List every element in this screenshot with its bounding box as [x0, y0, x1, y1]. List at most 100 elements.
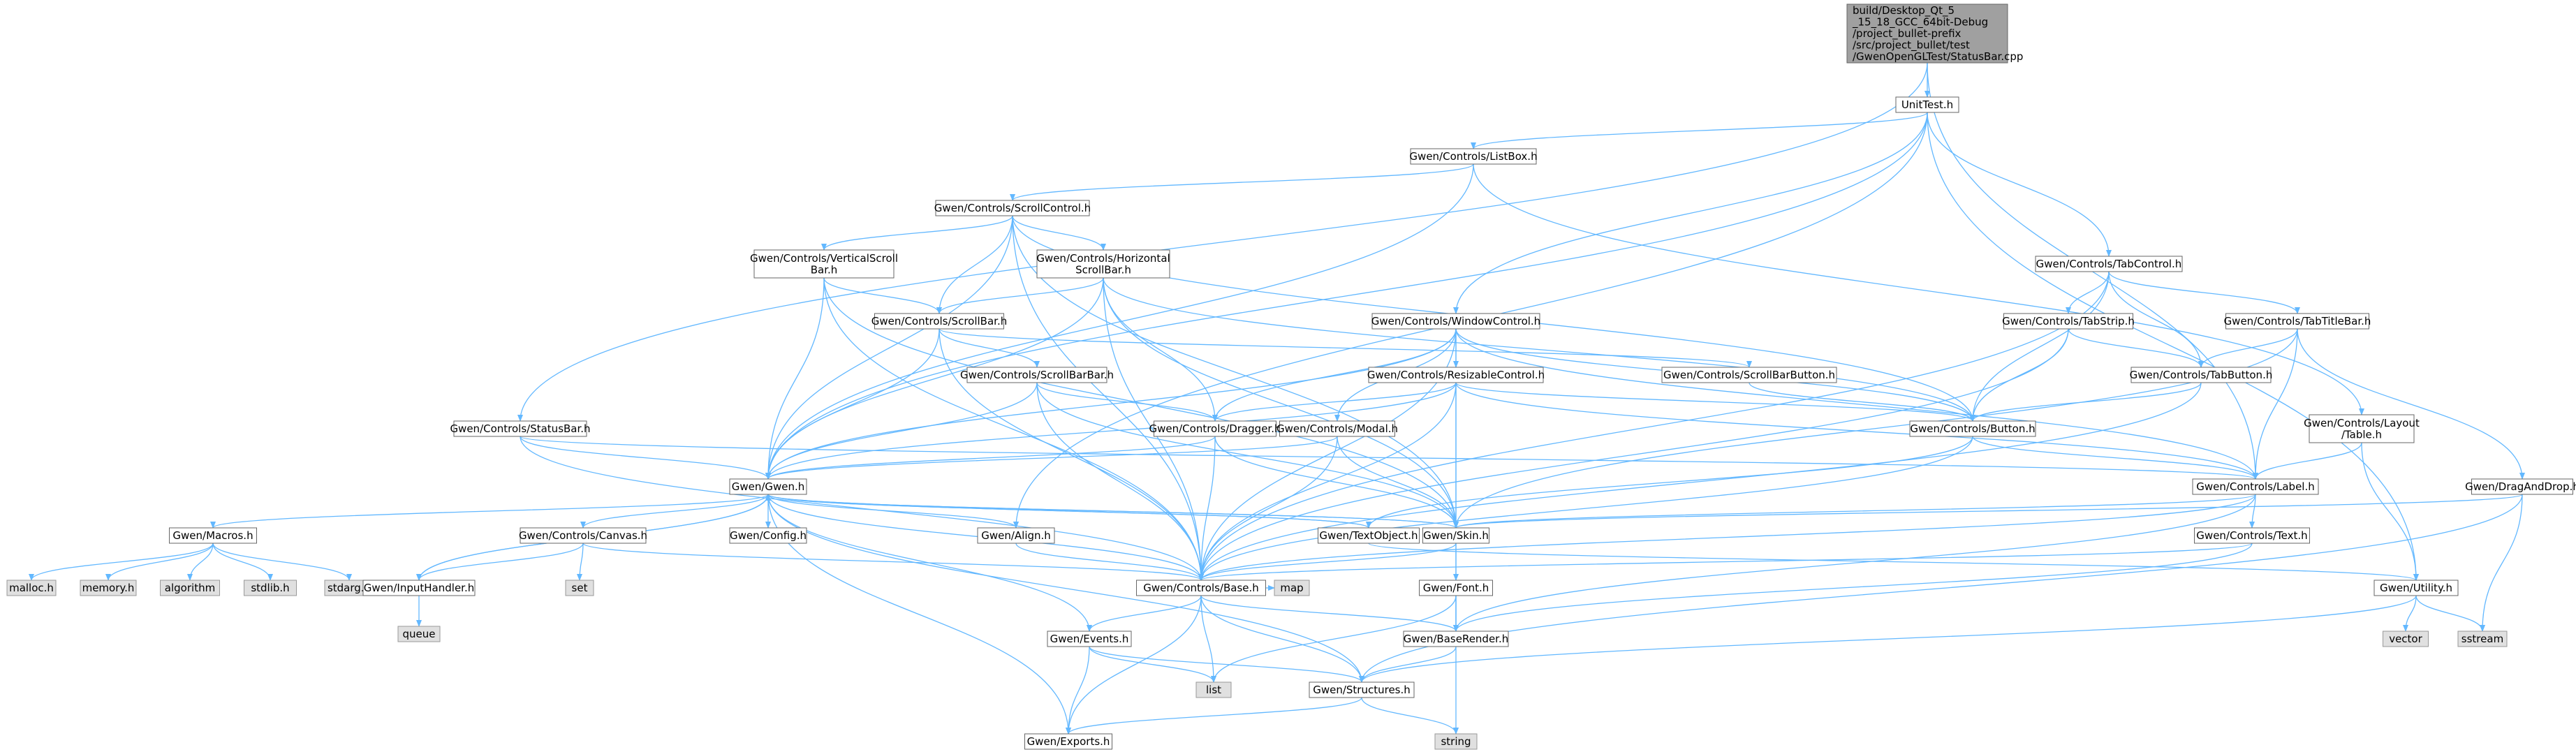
graph-node-scrollbarbutton[interactable]: Gwen/Controls/ScrollBarButton.h	[1661, 367, 1837, 383]
graph-node-gwenh[interactable]: Gwen/Gwen.h	[729, 478, 807, 495]
include-edge-label-to-skin	[1453, 494, 2256, 529]
include-edge-events-to-structures	[1089, 646, 1364, 683]
graph-node-tabcontrol[interactable]: Gwen/Controls/TabControl.h	[2035, 256, 2183, 272]
graph-node-memory: memory.h	[80, 580, 137, 596]
node-label: Gwen/Controls/Dragger.h	[1149, 422, 1281, 435]
graph-node-utility[interactable]: Gwen/Utility.h	[2373, 580, 2459, 596]
graph-node-font[interactable]: Gwen/Font.h	[1419, 580, 1493, 596]
node-box	[2457, 631, 2508, 647]
include-edge-tabtitlebar-to-label	[2253, 328, 2298, 480]
node-box	[2003, 313, 2133, 330]
graph-node-dragger[interactable]: Gwen/Controls/Dragger.h	[1149, 420, 1281, 437]
include-edge-layouttable-to-label	[2253, 442, 2362, 480]
graph-node-baserender[interactable]: Gwen/BaseRender.h	[1403, 631, 1509, 647]
node-box	[1368, 367, 1544, 383]
node-label: set	[572, 582, 588, 594]
include-edge-tabcontrol-to-tabtitlebar	[2108, 271, 2300, 314]
include-edge-font-to-list	[1211, 595, 1457, 683]
graph-node-listbox[interactable]: Gwen/Controls/ListBox.h	[1409, 148, 1538, 165]
include-edge-skin-to-base	[1198, 543, 1457, 581]
graph-node-exports[interactable]: Gwen/Exports.h	[1024, 733, 1112, 750]
node-box	[753, 249, 895, 279]
node-label: sstream	[2461, 633, 2503, 645]
include-edge-structures-to-exports	[1066, 697, 1362, 735]
graph-node-sstream: sstream	[2457, 631, 2508, 647]
node-label: UnitTest.h	[1901, 98, 1953, 111]
node-label: Gwen/Structures.h	[1313, 684, 1411, 696]
include-edge-skin-to-gwenh	[765, 494, 1457, 529]
include-edge-draganddrop-to-skin	[1453, 494, 2523, 529]
include-edge-gwenh-to-align	[767, 494, 1019, 529]
node-box	[1909, 420, 2036, 437]
graph-node-algorithm: algorithm	[160, 580, 220, 596]
graph-node-macros[interactable]: Gwen/Macros.h	[169, 527, 257, 544]
include-edge-macros-to-malloc	[29, 543, 214, 581]
node-box	[1136, 580, 1266, 596]
graph-node-label[interactable]: Gwen/Controls/Label.h	[2192, 478, 2319, 495]
graph-node-tabstrip[interactable]: Gwen/Controls/TabStrip.h	[2002, 313, 2135, 330]
graph-node-scrollbar[interactable]: Gwen/Controls/ScrollBar.h	[871, 313, 1007, 330]
graph-node-modal[interactable]: Gwen/Controls/Modal.h	[1276, 420, 1398, 437]
graph-node-config[interactable]: Gwen/Config.h	[729, 527, 807, 544]
node-box	[1318, 527, 1420, 544]
graph-node-scrollbarbar[interactable]: Gwen/Controls/ScrollBarBar.h	[960, 367, 1114, 383]
graph-node-inputhandler[interactable]: Gwen/InputHandler.h	[362, 580, 476, 596]
node-label: string	[1441, 735, 1471, 748]
include-edge-unittest-to-windowcontrol	[1453, 112, 1928, 314]
include-edge-scrollbarbar-to-base	[1036, 382, 1204, 581]
graph-node-textobject[interactable]: Gwen/TextObject.h	[1318, 527, 1420, 544]
include-edge-dragger-to-skin	[1214, 436, 1459, 529]
node-box	[80, 580, 137, 596]
node-label: Gwen/Controls/ScrollControl.h	[934, 202, 1091, 214]
graph-node-windowcontrol[interactable]: Gwen/Controls/WindowControl.h	[1371, 313, 1540, 330]
include-edge-statusbar-to-base	[520, 436, 1204, 581]
node-label: Gwen/Controls/TabStrip.h	[2002, 315, 2135, 327]
graph-node-root[interactable]: build/Desktop_Qt_5_15_18_GCC_64bit-Debug…	[1846, 3, 2023, 64]
include-edge-dragger-to-base	[1198, 436, 1216, 581]
graph-node-statusbar[interactable]: Gwen/Controls/StatusBar.h	[450, 420, 591, 437]
include-edge-scrollbarbar-to-gwenh	[765, 382, 1038, 480]
graph-node-draganddrop[interactable]: Gwen/DragAndDrop.h	[2465, 478, 2576, 495]
include-edge-scrollcontrol-to-scrollbar	[936, 215, 1013, 314]
graph-node-structures[interactable]: Gwen/Structures.h	[1309, 681, 1415, 698]
include-edge-tabstrip-to-tabbutton	[2068, 328, 2204, 368]
graph-node-base[interactable]: Gwen/Controls/Base.h	[1136, 580, 1266, 596]
graph-node-list: list	[1195, 681, 1232, 698]
include-edge-button-to-label	[1972, 436, 2258, 480]
graph-node-align[interactable]: Gwen/Align.h	[977, 527, 1055, 544]
graph-node-events[interactable]: Gwen/Events.h	[1047, 631, 1132, 647]
node-box	[977, 527, 1055, 544]
include-edge-tabcontrol-to-base	[1198, 271, 2110, 581]
include-edge-structures-to-string	[1361, 697, 1459, 735]
node-box	[1371, 313, 1540, 330]
node-label: Gwen/Controls/WindowControl.h	[1371, 315, 1540, 327]
graph-node-tabbutton[interactable]: Gwen/Controls/TabButton.h	[2130, 367, 2273, 383]
include-edge-button-to-base	[1198, 436, 1973, 581]
node-box	[160, 580, 220, 596]
node-box	[874, 313, 1004, 330]
graph-node-canvas[interactable]: Gwen/Controls/Canvas.h	[519, 527, 647, 544]
graph-node-layouttable[interactable]: Gwen/Controls/Layout/Table.h	[2304, 414, 2420, 443]
node-label: /Table.h	[2341, 428, 2382, 441]
node-label: Gwen/Controls/ScrollBarBar.h	[960, 369, 1114, 381]
graph-node-button[interactable]: Gwen/Controls/Button.h	[1909, 420, 2036, 437]
graph-node-scrollcontrol[interactable]: Gwen/Controls/ScrollControl.h	[934, 200, 1091, 216]
include-edge-tabstrip-to-base	[1198, 328, 2069, 581]
graph-node-text[interactable]: Gwen/Controls/Text.h	[2194, 527, 2310, 544]
node-label: Gwen/Controls/ListBox.h	[1409, 150, 1537, 163]
include-edge-canvas-to-set	[577, 543, 584, 581]
node-box	[2383, 631, 2429, 647]
graph-node-resizable[interactable]: Gwen/Controls/ResizableControl.h	[1367, 367, 1545, 383]
graph-node-skin[interactable]: Gwen/Skin.h	[1422, 527, 1489, 544]
include-edge-tabbutton-to-button	[1970, 382, 2202, 422]
node-label: Gwen/Controls/StatusBar.h	[450, 422, 590, 435]
node-box	[1846, 3, 2008, 64]
graph-node-unittest[interactable]: UnitTest.h	[1895, 96, 1959, 113]
include-edge-events-to-list	[1089, 646, 1216, 683]
include-edge-vscroll-to-scrollbar	[823, 277, 942, 314]
node-box	[729, 527, 807, 544]
graph-node-tabtitlebar[interactable]: Gwen/Controls/TabTitleBar.h	[2224, 313, 2371, 330]
